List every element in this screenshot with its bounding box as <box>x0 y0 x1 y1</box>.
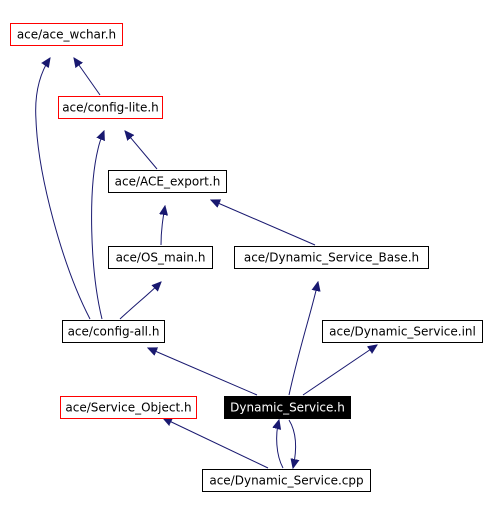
node-service-object-h[interactable]: ace/Service_Object.h <box>60 396 197 419</box>
edge-dynamic-service-h-to-dynamic-service-base <box>288 282 318 396</box>
nodes: ace/ace_wchar.h ace/config-lite.h ace/AC… <box>10 23 483 492</box>
edge-dynamic-service-cpp-to-dynamic-service-h <box>277 420 284 469</box>
edge-ace-export-to-config-lite <box>125 131 158 170</box>
node-ace-export-h[interactable]: ace/ACE_export.h <box>108 170 227 193</box>
node-label-dynamic-service-base-h: ace/Dynamic_Service_Base.h <box>244 251 419 265</box>
node-config-all-h[interactable]: ace/config-all.h <box>62 320 165 343</box>
edge-config-all-to-config-lite <box>91 131 104 320</box>
node-label-config-lite-h: ace/config-lite.h <box>62 101 159 115</box>
edge-dynamic-service-h-to-config-all <box>148 348 258 396</box>
node-dynamic-service-base-h[interactable]: ace/Dynamic_Service_Base.h <box>234 246 429 269</box>
node-label-service-object-h: ace/Service_Object.h <box>65 401 191 415</box>
node-label-os-main-h: ace/OS_main.h <box>116 251 206 265</box>
node-dynamic-service-cpp[interactable]: ace/Dynamic_Service.cpp <box>202 469 371 492</box>
edge-config-all-to-os-main <box>119 282 161 320</box>
node-os-main-h[interactable]: ace/OS_main.h <box>108 246 213 269</box>
node-config-lite-h[interactable]: ace/config-lite.h <box>58 96 163 119</box>
edge-os-main-to-ace-export <box>161 206 165 246</box>
edge-dynamic-service-h-to-dynamic-service-cpp <box>288 419 296 468</box>
node-dynamic-service-inl[interactable]: ace/Dynamic_Service.inl <box>322 320 483 343</box>
node-label-dynamic-service-cpp: ace/Dynamic_Service.cpp <box>209 474 363 488</box>
node-ace-wchar-h[interactable]: ace/ace_wchar.h <box>10 23 123 46</box>
node-label-dynamic-service-h: Dynamic_Service.h <box>230 401 345 415</box>
edge-dynamic-service-base-to-ace-export <box>211 200 316 246</box>
node-label-config-all-h: ace/config-all.h <box>68 325 160 339</box>
edges <box>35 58 377 469</box>
node-dynamic-service-h: Dynamic_Service.h <box>224 396 351 419</box>
edge-dynamic-service-h-to-dynamic-service-inl <box>302 345 377 396</box>
node-label-dynamic-service-inl: ace/Dynamic_Service.inl <box>329 325 476 339</box>
edge-config-all-to-ace-wchar <box>35 58 91 320</box>
edge-config-lite-to-ace-wchar <box>74 58 101 96</box>
node-label-ace-export-h: ace/ACE_export.h <box>115 175 221 189</box>
node-label-ace-wchar-h: ace/ace_wchar.h <box>17 28 116 42</box>
edge-dynamic-service-cpp-to-service-object <box>163 418 269 469</box>
